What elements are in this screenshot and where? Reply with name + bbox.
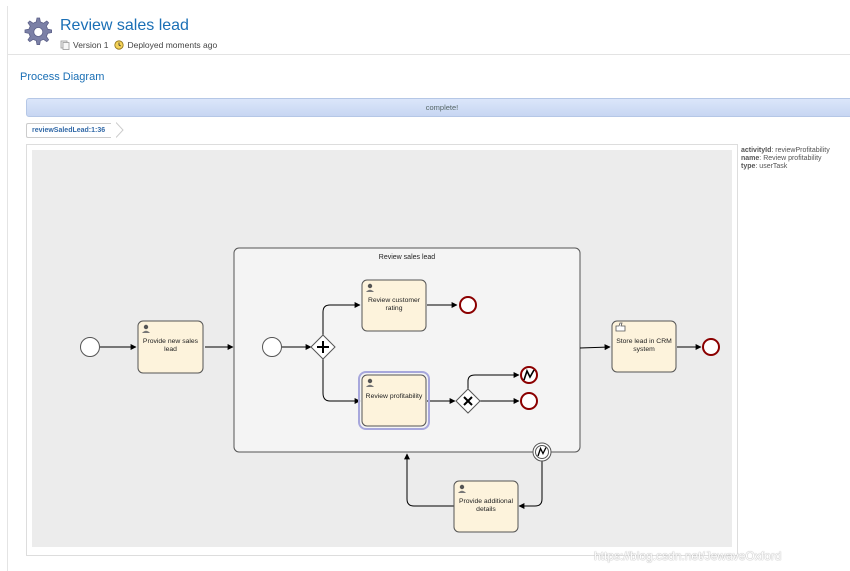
prop-value: userTask — [759, 163, 788, 170]
prop-key: activityId — [741, 147, 772, 154]
task-label: Review profitability — [366, 393, 423, 400]
process-meta: Version 1 Deployed moments ago — [60, 40, 217, 50]
diagram-container: Review sales lead — [26, 144, 738, 556]
deployed-label: Deployed moments ago — [127, 40, 218, 50]
task-review-profitability[interactable]: Review profitability — [358, 371, 430, 430]
prop-key: type — [741, 163, 756, 170]
watermark: https://blog.csdn.net/JewaveOxford — [594, 549, 782, 563]
task-store-lead-in-crm[interactable]: Store lead in CRM system — [611, 320, 677, 373]
task-label: system — [633, 346, 655, 353]
task-label: lead — [164, 346, 177, 353]
end-event-profitability[interactable] — [520, 392, 538, 410]
task-provide-new-sales-lead[interactable]: Provide new sales lead — [137, 320, 204, 374]
task-label: Review customer — [368, 297, 421, 304]
task-label: Store lead in CRM — [616, 338, 672, 345]
boundary-error-event[interactable] — [532, 442, 552, 462]
start-event[interactable] — [80, 337, 100, 357]
end-event[interactable] — [702, 338, 720, 356]
prop-key: name — [741, 155, 760, 162]
task-review-customer-rating[interactable]: Review customer rating — [361, 279, 427, 332]
breadcrumb-arrow-icon — [116, 122, 124, 138]
task-label: details — [476, 506, 496, 513]
exclusive-gateway[interactable] — [455, 388, 481, 414]
subprocess-label: Review sales lead — [379, 254, 436, 261]
task-label: rating — [385, 305, 402, 312]
clock-icon — [114, 40, 125, 50]
subprocess-start-event[interactable] — [262, 337, 282, 357]
prop-value: Review profitability — [763, 155, 822, 162]
app-frame: Review sales lead Version 1 Deployed mom… — [7, 6, 850, 571]
gear-icon — [24, 17, 52, 45]
task-label: Provide additional — [459, 498, 514, 505]
error-end-event[interactable] — [520, 366, 538, 384]
end-event-rating[interactable] — [459, 296, 477, 314]
version-label: Version 1 — [73, 40, 109, 50]
activity-properties: activityId: reviewProfitability name: Re… — [741, 147, 830, 170]
copy-icon — [60, 40, 70, 50]
breadcrumb[interactable]: reviewSaledLead:1:36 — [26, 123, 112, 138]
parallel-gateway[interactable] — [310, 334, 336, 360]
process-header: Review sales lead Version 1 Deployed mom… — [8, 6, 850, 55]
section-title: Process Diagram — [20, 71, 105, 83]
diagram-canvas: Review sales lead — [32, 150, 732, 547]
process-diagram: Review sales lead — [80, 247, 720, 533]
page-title: Review sales lead — [60, 17, 189, 34]
status-bar: complete! — [26, 98, 850, 117]
task-provide-additional-details[interactable]: Provide additional details — [453, 480, 519, 533]
hand-icon — [615, 322, 626, 332]
prop-value: reviewProfitability — [775, 147, 830, 154]
task-label: Provide new sales — [143, 338, 199, 345]
